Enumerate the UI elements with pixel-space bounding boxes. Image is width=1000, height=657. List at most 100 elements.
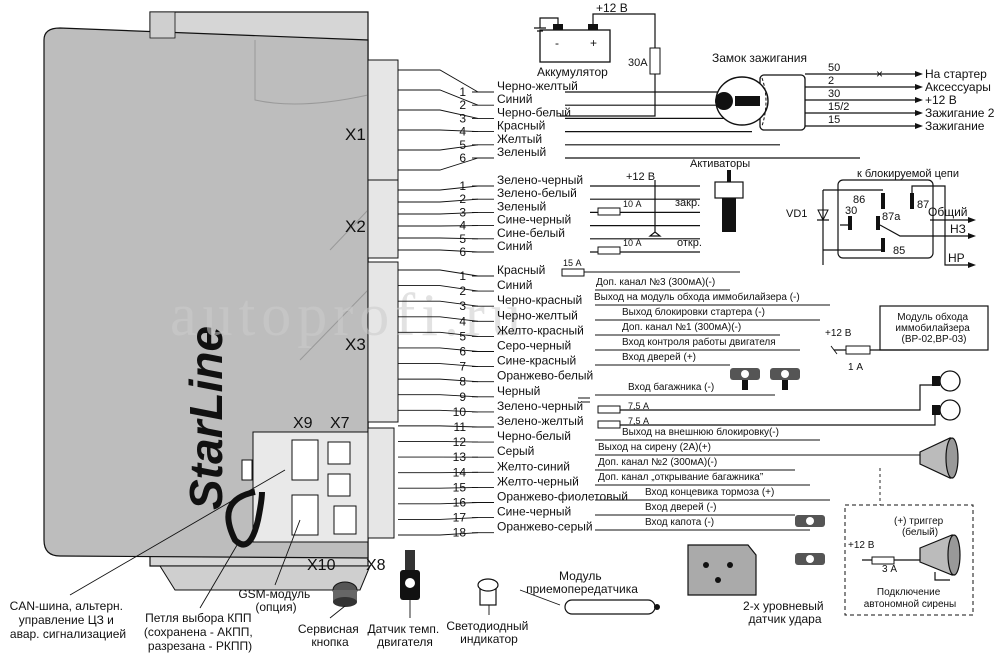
- x2-fuse-2: [597, 246, 621, 255]
- x3-wire-label: Черный: [497, 384, 540, 398]
- led-indicator-icon: [477, 578, 499, 606]
- gsm-line2: (опция): [255, 600, 296, 614]
- x1-wire-label: Черно-желтый: [497, 79, 578, 93]
- temp-line2: двигателя: [377, 635, 433, 649]
- x3-pin-number: 4: [459, 314, 466, 328]
- siren-fuse: [871, 556, 895, 565]
- immo-module-label: Модуль обхода иммобилайзера (BP-02,BP-03…: [895, 311, 972, 345]
- x3-fan-wire: [398, 285, 479, 292]
- x1-wire-label: Красный: [497, 119, 545, 133]
- x3-fan-wire: [398, 331, 479, 337]
- x2-wire-label: Зелено-черный: [497, 173, 583, 187]
- starter-cut-mark: ×: [876, 67, 883, 81]
- battery-minus: -: [555, 36, 559, 50]
- x1-wire-label: Желтый: [497, 132, 542, 146]
- immo-plus12: +12 В: [825, 328, 852, 339]
- x3-note-label: Вход дверей (+): [622, 352, 696, 363]
- x3-fan-wire: [398, 502, 479, 505]
- x3-pin-number: 2: [459, 284, 466, 298]
- x1-fan-wire: [398, 157, 479, 171]
- x2-wire-label: Синий: [497, 239, 532, 253]
- loop-line3: разрезана - РКПП): [148, 639, 252, 653]
- x3-fan-wire: [398, 300, 479, 307]
- gearbox-loop-icon: [225, 489, 265, 548]
- x2-fuse-1-label: 10 А: [623, 199, 642, 209]
- door-switch-icons: [730, 368, 800, 390]
- x1-fan-wire: [398, 69, 479, 93]
- x3-pin-number: 12: [453, 435, 467, 449]
- connector-x2-label: X2: [345, 217, 366, 236]
- ignition-output-arrow: [915, 84, 923, 90]
- x3-fan-wire: [398, 409, 479, 413]
- ignition-switch: [715, 74, 806, 131]
- ignition-output-arrow: [915, 71, 923, 77]
- x3-fuse-15a-label: 15 А: [563, 258, 582, 268]
- ignition-output-arrow: [915, 97, 923, 103]
- x3-wire-label: Оранжево-фиолетовый: [497, 490, 628, 504]
- battery: - +: [534, 13, 656, 63]
- relay-common: Общий: [928, 205, 968, 219]
- x3-pin-number: 15: [453, 480, 467, 494]
- x3-pin-number: 8: [459, 375, 466, 389]
- x3-pin-number: 14: [453, 465, 467, 479]
- x3-fan-wire: [398, 394, 479, 398]
- led-label: Светодиодный индикатор: [446, 619, 531, 646]
- relay-pin-30: 30: [845, 205, 857, 217]
- x3-fan-wire: [398, 441, 479, 443]
- relay-pin-87a: 87a: [882, 211, 901, 223]
- ignition-output-label: Зажигание: [925, 119, 985, 133]
- service-line2: кнопка: [311, 635, 349, 649]
- x3-wire-label: Черно-красный: [497, 293, 582, 307]
- siren-box-line1: Подключение: [877, 587, 941, 598]
- ignition-output-label: На стартер: [925, 67, 987, 81]
- x2-close: закр.: [675, 197, 700, 209]
- x3-notes: Доп. канал №3 (300мА)(-)Выход на модуль …: [561, 258, 936, 531]
- x1-wire-label: Зеленый: [497, 145, 546, 159]
- autonomous-siren-icon: [919, 534, 961, 581]
- x3-fan-wire: [398, 316, 479, 322]
- ignition-output-label: +12 В: [925, 93, 957, 107]
- connector-x3-label: X3: [345, 335, 366, 354]
- can-line3: авар. сигнализацией: [10, 627, 126, 641]
- ignition-label: Замок зажигания: [712, 51, 807, 65]
- immo-fuse: [845, 345, 871, 355]
- lamp-icon-1: [932, 370, 961, 392]
- x3-note-label: Выход на модуль обхода иммобилайзера (-): [594, 291, 800, 303]
- can-line2: управление ЦЗ и: [19, 613, 114, 627]
- x1-pin-number: 6: [459, 151, 466, 165]
- main-unit: [43, 11, 399, 591]
- relay-title-text: к блокируемой цепи: [857, 168, 959, 180]
- x3-pin-number: 18: [453, 526, 467, 540]
- x3-wire-label: Черно-желтый: [497, 308, 578, 322]
- transceiver-line2: приемопередатчика: [526, 582, 638, 596]
- x3-fuse-75a-1: [597, 405, 621, 414]
- battery-plus: +: [590, 36, 597, 50]
- temp-sensor-label: Датчик темп. двигателя: [367, 622, 442, 649]
- x3-note-label: Выход блокировки стартера (-): [622, 306, 765, 318]
- x2-pin-number: 5: [459, 232, 466, 246]
- x3-fan-wire: [398, 363, 479, 368]
- x3-note-label: Вход капота (-): [645, 517, 714, 528]
- x3-fan-wire: [398, 517, 479, 520]
- x3-pin-number: 17: [453, 511, 467, 525]
- x1-pin-number: 1: [459, 85, 466, 99]
- x3-note-label: Вход дверей (-): [645, 502, 716, 513]
- x1-pin-number: 5: [459, 138, 466, 152]
- x3-wire-label: Желто-синий: [497, 459, 570, 473]
- x3-note-label: Выход на сирену (2А)(+): [598, 442, 711, 453]
- x3-fan-wire: [398, 425, 479, 428]
- x3-wire-label: Сине-черный: [497, 505, 571, 519]
- x3-pin-number: 9: [459, 390, 466, 404]
- temp-sensor-icon: [400, 550, 420, 600]
- connector-x10-label: X10: [307, 557, 336, 574]
- ignition-terminal: 15: [828, 114, 840, 126]
- immo-fuse-label: 1 А: [848, 362, 863, 373]
- shock-sensor-label: 2-х уровневый датчик удара: [743, 599, 827, 626]
- x2-wire-label: Сине-черный: [497, 213, 571, 227]
- ignition-output-arrow: [915, 123, 923, 129]
- x3-pin-number: 7: [459, 360, 466, 374]
